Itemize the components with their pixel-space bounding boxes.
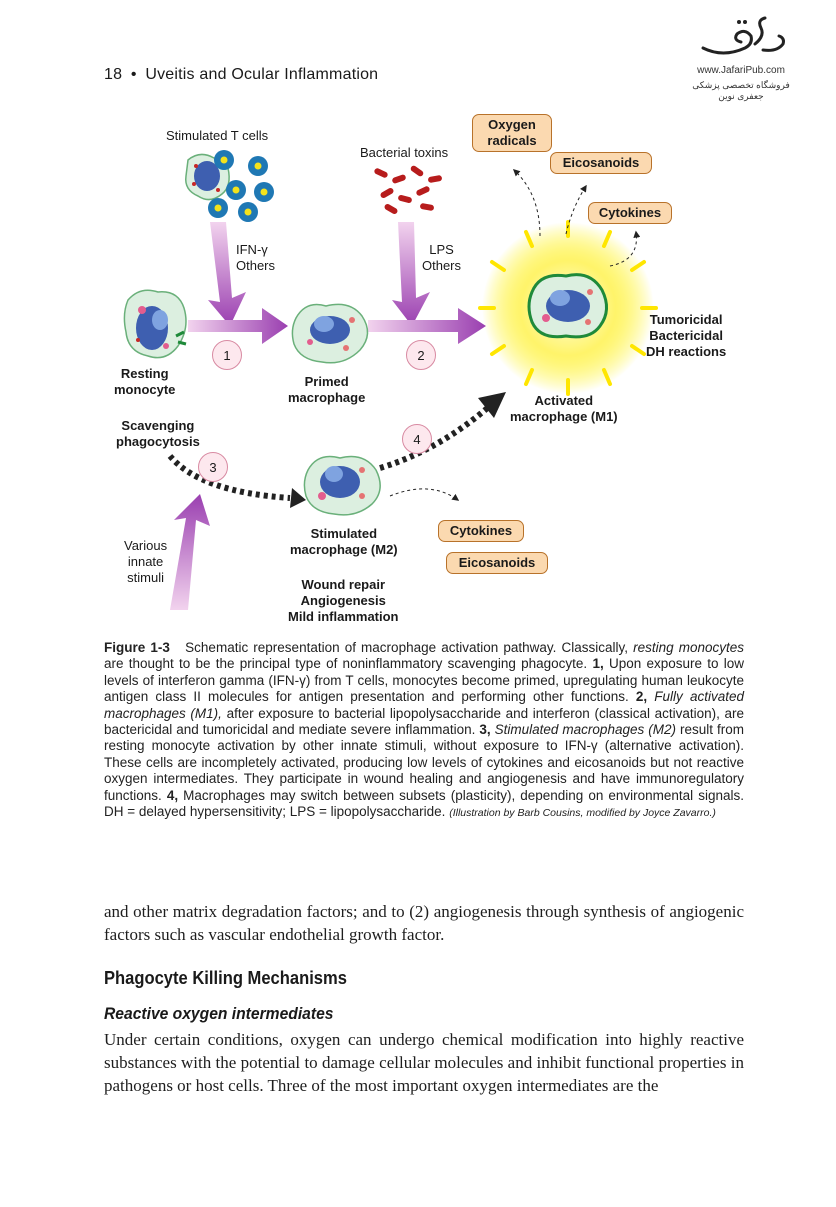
- logo-tagline: فروشگاه تخصصی پزشکی جعفری نوین: [692, 80, 790, 101]
- label-activated-m1: macrophage (M1): [510, 409, 618, 424]
- page-number: 18: [104, 66, 123, 83]
- header-bullet: •: [130, 66, 137, 83]
- label-ifn-gamma: IFN-γ: [236, 242, 268, 257]
- label-bactericidal: Bactericidal: [649, 328, 723, 343]
- label-stimulated-macrophage-m2: Stimulated macrophage (M2): [290, 526, 398, 558]
- label-ifn: IFN-γ Others: [236, 242, 275, 274]
- box-oxygen-radicals: Oxygen radicals: [472, 114, 552, 152]
- label-primed-macrophage: Primed macrophage: [288, 374, 365, 406]
- label-m1-effects: Tumoricidal Bactericidal DH reactions: [646, 312, 726, 360]
- running-title: Uveitis and Ocular Inflammation: [145, 66, 379, 83]
- label-innate: innate: [127, 554, 164, 569]
- resting-monocyte-cell: [123, 289, 187, 359]
- subsection-heading: Reactive oxygen intermediates: [104, 1004, 334, 1023]
- publisher-logo: www.JafariPub.com فروشگاه تخصصی پزشکی جع…: [686, 14, 796, 102]
- label-innate-stimuli: Various innate stimuli: [124, 538, 167, 586]
- arrow-step-2: [368, 308, 486, 344]
- label-primed: Primed: [304, 374, 349, 389]
- arrow-step-4: [379, 401, 494, 471]
- arrow-step-1: [188, 308, 288, 344]
- label-angiogenesis: Angiogenesis: [300, 593, 386, 608]
- caption-text-4: after exposure to bacterial lipopolysacc…: [104, 705, 745, 738]
- label-lps: LPS Others: [422, 242, 461, 274]
- caption-label: Figure 1-3: [104, 640, 170, 655]
- label-resting: Resting: [120, 366, 169, 381]
- logo-url: www.JafariPub.com: [697, 65, 785, 76]
- box-cytokines-m2: Cytokines: [438, 520, 524, 542]
- caption-text-5: result from resting monocyte activation …: [104, 722, 744, 803]
- label-wound-repair: Wound repair: [301, 577, 386, 592]
- arrow-to-eicosanoids: [565, 184, 587, 235]
- section-heading: Phagocyte Killing Mechanisms: [104, 968, 347, 988]
- caption-text-6: Macrophages may switch between subsets (…: [104, 787, 744, 820]
- arrow-to-m2-products: [389, 488, 460, 501]
- label-primed-macrophage-word: macrophage: [288, 390, 366, 405]
- caption-fully-activated: Fully activated macrophages (M1),: [104, 689, 744, 721]
- label-bacterial-toxins: Bacterial toxins: [360, 145, 449, 160]
- publisher-logo-mark: [701, 16, 785, 55]
- step-1-marker: 1: [212, 340, 242, 370]
- label-activated-macrophage: Activated macrophage (M1): [510, 393, 618, 425]
- arrow-step-3: [167, 454, 291, 501]
- arrow-to-oxygen-radicals: [512, 169, 541, 237]
- arrow-step-4-head: [478, 392, 506, 418]
- caption-text-1: Schematic representation of macrophage a…: [185, 640, 628, 655]
- caption-text-3: Upon exposure to low levels of interfero…: [104, 656, 744, 705]
- arrow-to-cytokines: [609, 230, 641, 267]
- box-eicosanoids-m2: Eicosanoids: [446, 552, 548, 574]
- label-stimulated: Stimulated: [310, 526, 378, 541]
- caption-stimulated-m2: Stimulated macrophages (M2): [494, 722, 676, 738]
- ifn-arrow: [208, 222, 246, 326]
- figure-caption: Figure 1-3 Schematic representation of m…: [104, 640, 744, 821]
- label-stimulated-t-cells: Stimulated T cells: [166, 128, 269, 143]
- activated-macrophage-cell: [478, 220, 658, 396]
- caption-text-2: are thought to be the principal type of …: [104, 656, 588, 672]
- box-cytokines-m1: Cytokines: [588, 202, 672, 224]
- box-radicals-text: radicals: [487, 133, 537, 148]
- box-eicosanoids-m1: Eicosanoids: [550, 152, 652, 174]
- step-2-marker: 2: [406, 340, 436, 370]
- label-monocyte: monocyte: [114, 382, 176, 397]
- label-tumoricidal: Tumoricidal: [649, 312, 723, 327]
- bacterial-toxins-illustration: [374, 165, 442, 214]
- body-paragraph-2: Under certain conditions, oxygen can und…: [104, 1030, 744, 1095]
- arrow-step-3-head: [290, 488, 306, 508]
- label-activated: Activated: [534, 393, 594, 408]
- label-mild-inflammation: Mild inflammation: [288, 609, 399, 624]
- label-scavenging-phagocytosis: Scavenging phagocytosis: [116, 418, 200, 450]
- t-cells-illustration: [185, 150, 274, 222]
- caption-resting-monocytes: resting monocytes: [633, 640, 744, 655]
- step-4-marker: 4: [402, 424, 432, 454]
- label-lps-others: Others: [422, 258, 462, 273]
- label-phagocytosis: phagocytosis: [116, 434, 200, 449]
- box-oxygen-text: Oxygen: [488, 117, 536, 132]
- running-header: 18 • Uveitis and Ocular Inflammation: [104, 66, 378, 84]
- label-m2-effects: Wound repair Angiogenesis Mild inflammat…: [288, 577, 399, 625]
- body-paragraph-1: and other matrix degradation factors; an…: [104, 902, 744, 944]
- label-dh-reactions: DH reactions: [646, 344, 727, 359]
- label-ifn-others: Others: [236, 258, 276, 273]
- caption-number-4: 4,: [166, 787, 179, 803]
- innate-stimuli-arrow: [170, 494, 210, 610]
- label-scavenging: Scavenging: [121, 418, 195, 433]
- label-stimuli: stimuli: [127, 570, 164, 585]
- lps-arrow: [392, 222, 430, 326]
- caption-number-3: 3,: [479, 722, 491, 738]
- label-resting-monocyte: Resting monocyte: [114, 366, 175, 398]
- caption-number-1: 1,: [592, 656, 604, 672]
- label-m2: macrophage (M2): [290, 542, 398, 557]
- label-lps-text: LPS: [429, 242, 454, 257]
- caption-credit: (Illustration by Barb Cousins, modified …: [449, 807, 716, 820]
- label-various: Various: [124, 538, 168, 553]
- step-3-marker: 3: [198, 452, 228, 482]
- primed-macrophage-cell: [291, 303, 369, 364]
- caption-number-2: 2,: [635, 689, 648, 705]
- stimulated-macrophage-m2-cell: [303, 455, 381, 516]
